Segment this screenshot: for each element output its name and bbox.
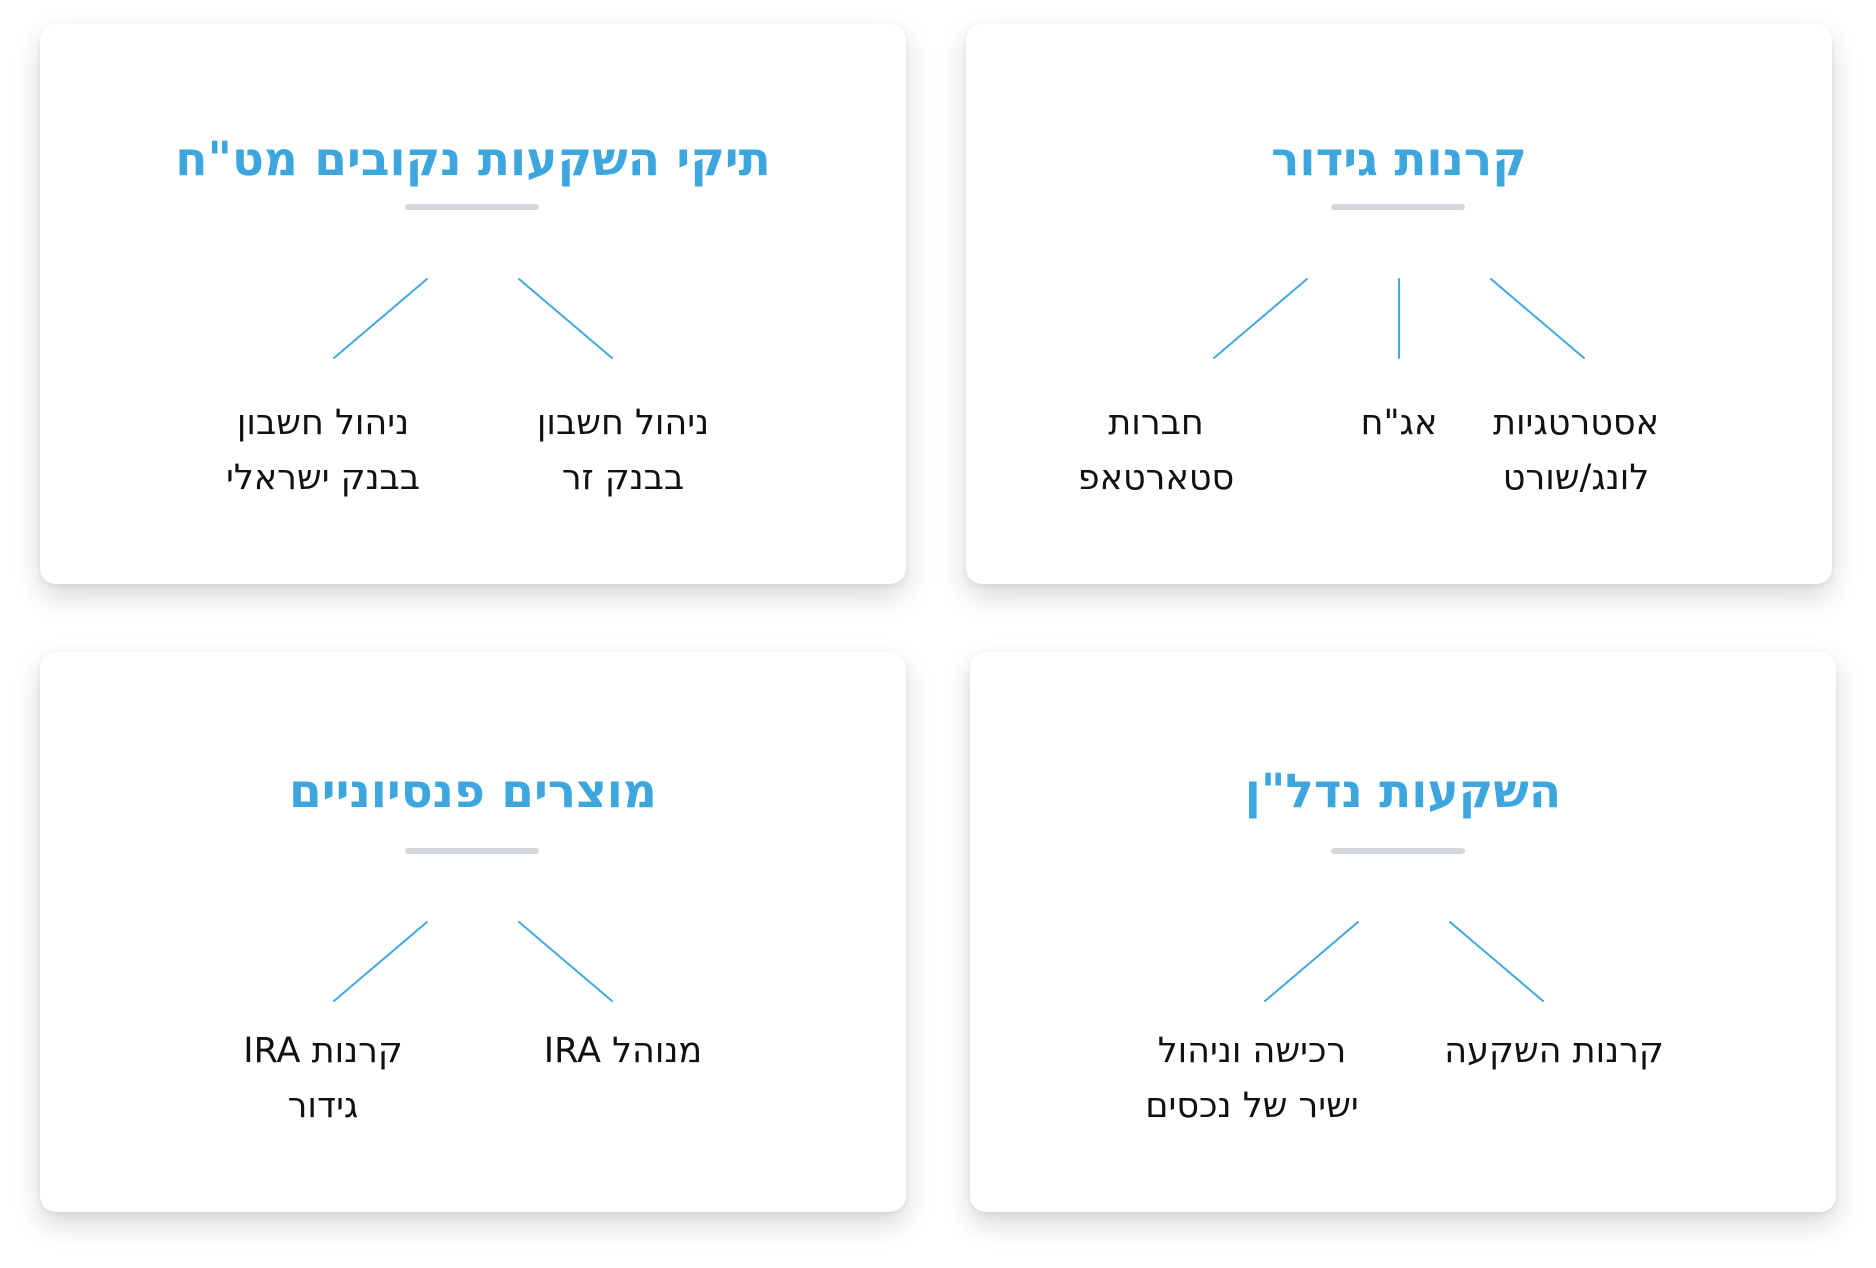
branch-connectors <box>333 278 613 359</box>
item-line: בבנק זר <box>561 458 685 498</box>
branch-item-long-short: אסטרטגיות לונג/שורט <box>1426 396 1726 506</box>
title-divider <box>1331 204 1465 210</box>
item-line: ניהול חשבון <box>236 403 410 443</box>
connector-line-right <box>518 921 613 1002</box>
branch-item-investment-funds: קרנות השקעה <box>1404 1024 1704 1079</box>
item-line: אסטרטגיות <box>1492 403 1660 443</box>
item-line: גידור <box>287 1086 359 1126</box>
connector-line-left <box>333 921 428 1002</box>
branch-item-startups: חברות סטארטאפ <box>1006 396 1306 506</box>
branch-item-direct-property: רכישה וניהול ישיר של נכסים <box>1102 1024 1402 1134</box>
card-real-estate: השקעות נדל"ן קרנות השקעה רכישה וניהול יש… <box>970 652 1836 1212</box>
card-title: קרנות גידור <box>1271 132 1527 187</box>
item-line: סטארטאפ <box>1077 458 1235 498</box>
title-divider <box>405 204 539 210</box>
item-line: אג"ח <box>1360 403 1438 443</box>
branch-connectors <box>1264 921 1544 1002</box>
connector-line-left <box>1213 278 1308 359</box>
branch-item-ira-hedge: קרנות IRA גידור <box>173 1024 473 1134</box>
connector-line-left <box>333 278 428 359</box>
card-pension-products: מוצרים פנסיוניים מנוהל IRA קרנות IRA גיד… <box>40 652 906 1212</box>
branch-item-israeli-bank: ניהול חשבון בבנק ישראלי <box>173 396 473 506</box>
item-line: מנוהל IRA <box>543 1031 703 1071</box>
connector-line-right <box>518 278 613 359</box>
title-divider <box>1331 848 1465 854</box>
connector-line-left <box>1264 921 1359 1002</box>
card-title: מוצרים פנסיוניים <box>289 764 657 819</box>
item-line: בבנק ישראלי <box>226 458 420 498</box>
branch-connectors <box>1213 278 1585 359</box>
item-line: קרנות השקעה <box>1444 1031 1664 1071</box>
branch-item-bonds: אג"ח <box>1249 396 1549 451</box>
connector-line-right <box>1449 921 1544 1002</box>
item-line: ניהול חשבון <box>536 403 710 443</box>
connector-line-right <box>1490 278 1585 359</box>
item-line: חברות <box>1108 403 1204 443</box>
card-fx-portfolios: תיקי השקעות נקובים מט"ח ניהול חשבון בבנק… <box>40 24 906 584</box>
branch-connectors <box>333 921 613 1002</box>
title-divider <box>405 848 539 854</box>
card-title: תיקי השקעות נקובים מט"ח <box>175 132 771 187</box>
card-title: השקעות נדל"ן <box>1244 764 1562 819</box>
card-hedge-funds: קרנות גידור אסטרטגיות לונג/שורט אג"ח חבר… <box>966 24 1832 584</box>
item-line: לונג/שורט <box>1502 458 1650 498</box>
item-line: קרנות IRA <box>243 1031 403 1071</box>
branch-item-foreign-bank: ניהול חשבון בבנק זר <box>473 396 773 506</box>
branch-item-managed-ira: מנוהל IRA <box>473 1024 773 1079</box>
item-line: ישיר של נכסים <box>1145 1086 1359 1126</box>
item-line: רכישה וניהול <box>1157 1031 1347 1071</box>
